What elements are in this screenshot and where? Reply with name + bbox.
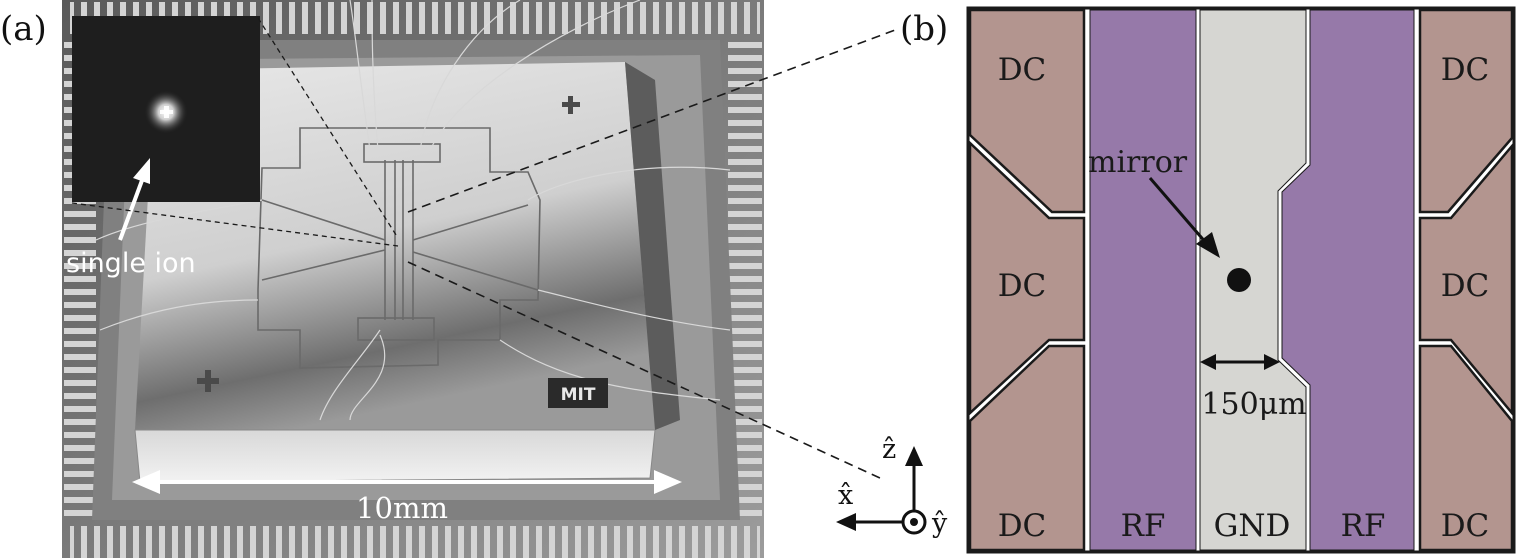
dc-label-top-left: DC — [998, 52, 1047, 88]
dc-right-group — [1418, 8, 1514, 552]
svg-text:MIT: MIT — [561, 385, 596, 405]
gnd-label: GND — [1214, 508, 1291, 544]
y-axis-label: ŷ — [931, 508, 948, 539]
rf-electrode-right — [1281, 9, 1415, 551]
dc-electrode-top-left — [968, 8, 1086, 214]
mirror-arrow — [1148, 177, 1220, 258]
dc-electrode-top-right — [1418, 8, 1514, 214]
dc-label-bot-right: DC — [1441, 508, 1490, 544]
dc-label-top-right: DC — [1441, 52, 1490, 88]
bond-wires — [95, 0, 731, 421]
coordinate-axes: ẑ x̂ ŷ — [836, 434, 948, 539]
ion-spot-core-v — [164, 106, 169, 118]
gap-dimension — [1200, 354, 1280, 370]
dc-electrode-bot-right — [1418, 344, 1514, 552]
chip-front — [134, 429, 656, 483]
electrode-labels: DC DC DC DC DC DC RF RF GND — [998, 52, 1490, 544]
single-ion-arrow — [118, 158, 150, 241]
z-arrowhead — [905, 446, 923, 466]
z-axis-label: ẑ — [882, 434, 896, 465]
dc-label-mid-right: DC — [1441, 268, 1490, 304]
single-ion-label: single ion — [66, 248, 196, 279]
rf-label-right: RF — [1341, 508, 1386, 544]
dc-electrode-mid-left — [968, 140, 1086, 416]
inset-zoom-lines — [71, 17, 399, 247]
trap-outline — [257, 127, 541, 369]
dc-label-mid-left: DC — [998, 268, 1047, 304]
electrode-frame — [966, 6, 1516, 554]
package-pins-bottom — [70, 526, 760, 558]
dc-electrode-mid-right — [1418, 142, 1514, 417]
photo-panel: MIT single ion 10mm — [62, 0, 764, 558]
x-arrowhead — [836, 513, 856, 531]
chip-side — [625, 62, 680, 430]
y-axis-dot — [910, 518, 918, 526]
dc-electrode-bot-left — [968, 344, 1086, 552]
x-axis-label: x̂ — [838, 480, 853, 511]
panel-b-label: (b) — [900, 9, 948, 49]
rf-electrode-left — [1089, 9, 1197, 551]
mirror-label: mirror — [1088, 145, 1188, 180]
electrode-diagram: DC DC DC DC DC DC RF RF GND mirror 150μm — [966, 6, 1516, 554]
scale-arrow — [132, 470, 682, 494]
gnd-electrode — [1199, 9, 1307, 551]
dc-label-bot-left: DC — [998, 508, 1047, 544]
dc-left-group — [968, 8, 1086, 552]
zoom-lines — [407, 29, 896, 479]
gap-label: 150μm — [1201, 387, 1306, 422]
chip-logo: MIT — [548, 378, 608, 408]
alignment-marks — [197, 96, 580, 392]
scale-label: 10mm — [356, 491, 448, 525]
mirror-dot — [1227, 268, 1251, 292]
panel-a-label: (a) — [0, 9, 47, 49]
rf-label-left: RF — [1121, 508, 1166, 544]
